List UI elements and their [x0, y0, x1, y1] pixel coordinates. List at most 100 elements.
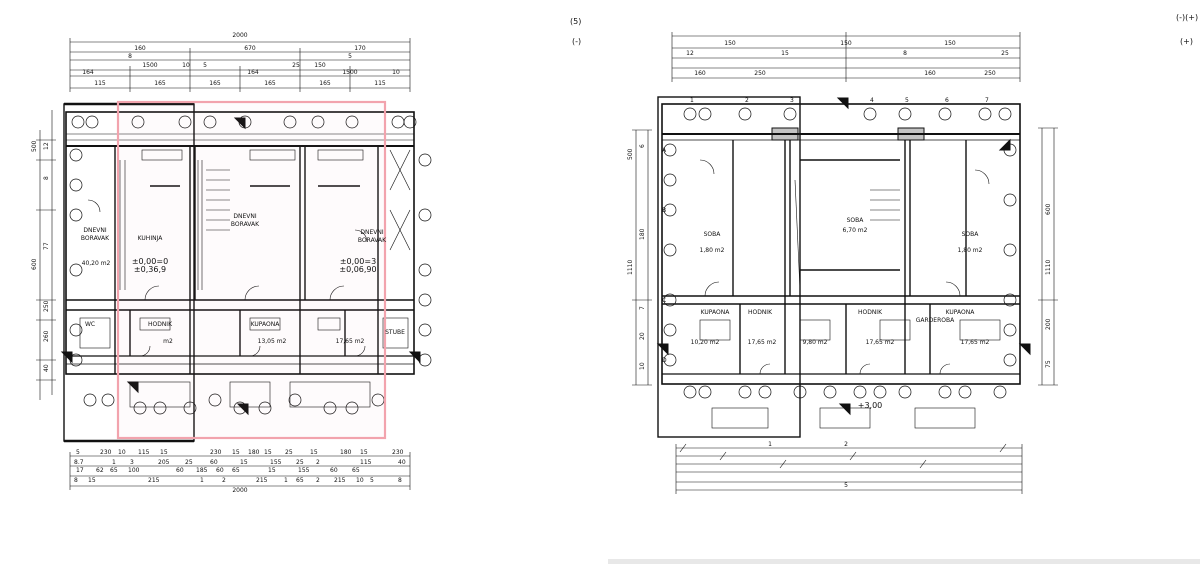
dim-left-6: 260: [43, 330, 50, 342]
dim-bot-r3-4: 60: [176, 467, 184, 474]
dim-top-overall: 2000: [232, 32, 247, 39]
axis-label-1: 1: [690, 97, 694, 104]
axis-label-6: 6: [945, 97, 949, 104]
r-dim-top-r2-2: 8: [903, 50, 907, 57]
room-living-3: DNEVNI: [360, 229, 383, 236]
dim-bot-r1-10: 15: [310, 449, 318, 456]
corner-mark-1: (5): [570, 17, 581, 26]
dim-top-r4-2: 1500: [142, 62, 157, 69]
dim-bot-r4-10: 10: [356, 477, 364, 484]
level-b2: ±0,06,90: [339, 265, 376, 274]
r-room-bath-2: KUPAONA: [946, 309, 976, 316]
r-dim-bot-r1-0: 5: [844, 482, 848, 489]
r-dim-right-0: 600: [1045, 203, 1052, 215]
dim-bot-r3-6: 60: [216, 467, 224, 474]
dim-top-r3-1: 5: [348, 53, 352, 60]
r-dim-left-1: 6: [639, 144, 646, 148]
level-b1: ±0,00=3: [340, 257, 376, 266]
dim-bot-r4-9: 215: [334, 477, 346, 484]
dim-top-r2-0: 160: [134, 45, 146, 52]
room-area-unit: m2: [163, 338, 173, 345]
r-dim-left-5: 20: [639, 332, 646, 340]
dim-bot-r4-3: 1: [200, 477, 204, 484]
room-living-2: DNEVNI: [233, 213, 256, 220]
dim-bot-r1-6: 15: [232, 449, 240, 456]
r-dim-top-r1-0: 150: [724, 40, 736, 47]
dim-bot-r2-5: 60: [210, 459, 218, 466]
dim-left-4: 77: [43, 242, 50, 250]
dim-bot-r2-3: 205: [158, 459, 170, 466]
room-bath: KUPAONA: [251, 321, 281, 328]
dim-bot-r2-6: 15: [240, 459, 248, 466]
axis-label-5: 5: [905, 97, 909, 104]
r-dim-top-r3-1: 250: [754, 70, 766, 77]
r-dim-top-r2-0: 12: [686, 50, 694, 57]
r-dim-top-r1-2: 150: [944, 40, 956, 47]
dim-bot-r3-7: 65: [232, 467, 240, 474]
right-side-dimension-lines: [632, 127, 1058, 386]
dim-top-r5-1: 165: [154, 80, 166, 87]
corner-mark-4: (+): [1180, 37, 1193, 46]
r-room-hall-1: HODNIK: [748, 309, 773, 316]
r-level-c1: +3,00: [858, 401, 883, 410]
dim-top-r5-3: 165: [264, 80, 276, 87]
room-living-1-sub: BORAVAK: [81, 235, 110, 242]
dim-bot-r1-13: 230: [392, 449, 404, 456]
r-dim-right-2: 200: [1045, 318, 1052, 330]
left-plan-labels: 2000 160 670 170 8 5 164 10 1500 5 164 2…: [31, 32, 406, 494]
room-kitchen: KUHINJA: [138, 235, 164, 242]
dim-bot-r4-8: 2: [316, 477, 320, 484]
ground-floor-plan: [36, 38, 432, 490]
dim-bot-r3-11: 65: [352, 467, 360, 474]
r-room-bath-1: KUPAONA: [701, 309, 731, 316]
dim-top-r2-2: 170: [354, 45, 366, 52]
axis-label-c: C: [662, 297, 666, 304]
door-swings: [87, 199, 368, 357]
level-a2: ±0,36,9: [134, 265, 166, 274]
level-a1: ±0,00=0: [132, 257, 168, 266]
dim-bot-r2-1: 1: [112, 459, 116, 466]
room-area-3: 17,65 m2: [336, 338, 365, 345]
room-hall: HODNIK: [148, 321, 173, 328]
selection-highlight[interactable]: [116, 100, 387, 440]
r-room-area-d: 17,65 m2: [866, 339, 895, 346]
dim-bot-r3-0: 17: [76, 467, 84, 474]
r-room-area-b: 17,65 m2: [748, 339, 777, 346]
corner-marks: (5) (-) (-)(+) (+): [570, 13, 1198, 46]
fixtures: [79, 149, 409, 408]
corner-mark-3: (-)(+): [1176, 13, 1198, 22]
r-room-bed-2-area: 6,70 m2: [843, 227, 868, 234]
r-dim-left-4: 7: [639, 306, 646, 310]
dim-top-r4-1: 10: [182, 62, 190, 69]
r-dim-left-2: 180: [639, 228, 646, 240]
dim-bot-r4-5: 215: [256, 477, 268, 484]
r-dim-left-0: 500: [627, 148, 634, 160]
dim-bot-r2-0: 8.7: [74, 459, 84, 466]
room-living-1: DNEVNI: [83, 227, 106, 234]
r-dim-top-r1-1: 150: [840, 40, 852, 47]
axis-bubbles-left: [69, 115, 432, 415]
dim-bot-r2-7: 155: [270, 459, 282, 466]
dim-top-r4-0: 164: [82, 69, 94, 76]
r-dim-bot-r1-1: 1: [768, 441, 772, 448]
axis-bubbles-right: [663, 107, 1017, 399]
dim-bot-r4-6: 1: [284, 477, 288, 484]
left-dimension-lines: [36, 110, 56, 400]
dim-left-1: 12: [43, 142, 50, 150]
r-room-bed-3-area: 1,80 m2: [958, 247, 983, 254]
dim-bot-r2-11: 40: [398, 459, 406, 466]
axis-label-7: 7: [985, 97, 989, 104]
bottom-dimension-lines: [69, 452, 411, 490]
right-section-markers: [656, 97, 1031, 416]
dim-bot-r2-9: 2: [316, 459, 320, 466]
axis-label-3: 3: [790, 97, 794, 104]
r-room-area-e: 17,65 m2: [961, 339, 990, 346]
axis-label-b: B: [662, 207, 666, 214]
stair-hatching: [119, 149, 411, 290]
r-room-hall-2: HODNIK: [858, 309, 883, 316]
r-room-bed-2: SOBA: [847, 217, 865, 224]
room-wc: WC: [85, 321, 95, 328]
right-top-dimension-lines: [671, 32, 1021, 82]
dim-bot-r1-11: 180: [340, 449, 352, 456]
